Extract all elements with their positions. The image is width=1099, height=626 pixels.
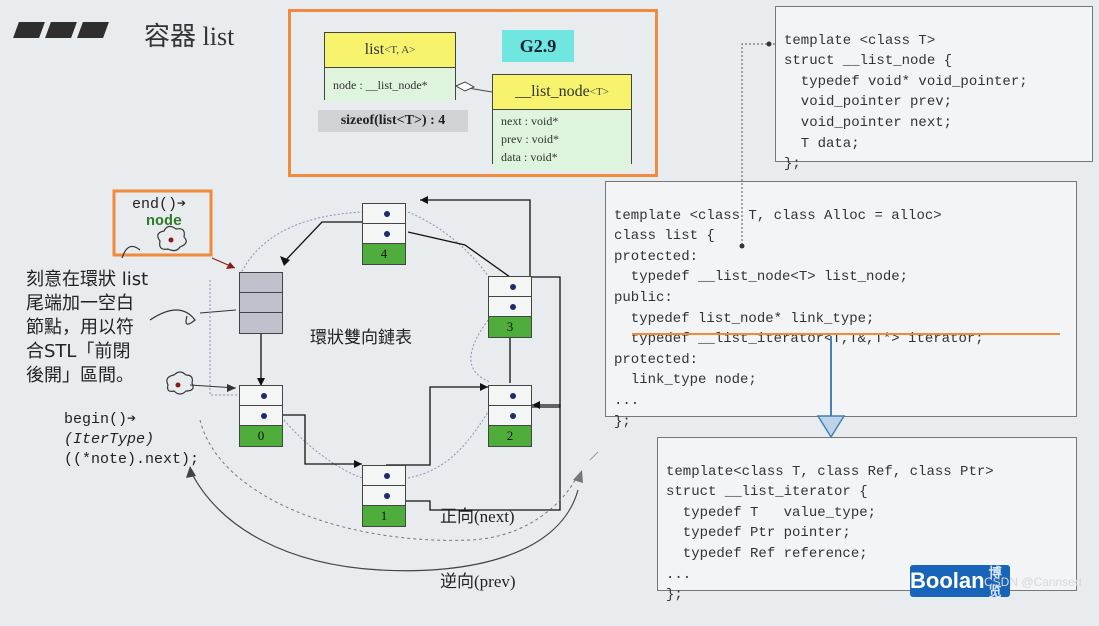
node-cell-prev	[489, 386, 531, 406]
watermark-text: CSDN @Cannsed	[984, 575, 1082, 589]
code-line: struct __list_node {	[784, 53, 953, 70]
begin-label: begin()➔ (IterType) ((*note).next);	[64, 410, 199, 470]
code-line: struct __list_iterator {	[666, 484, 868, 501]
uml-node-params: <T>	[589, 86, 609, 98]
code-line: typedef __list_iterator<T,T&,T*> iterato…	[614, 331, 984, 348]
code-line: template <class T>	[784, 32, 936, 49]
sentinel-note: 刻意在環狀 list 尾端加一空白 節點，用以符 合STL「前閉 後開」區間。	[26, 269, 149, 386]
uml-node-header: __list_node<T>	[493, 75, 631, 110]
code-line: public:	[614, 289, 673, 306]
uml-list-field: node : __list_node*	[325, 68, 455, 101]
page-title: 容器 list	[144, 22, 235, 51]
list-node-0: 0	[239, 385, 283, 447]
list-node-2: 2	[488, 385, 532, 447]
node-cell	[240, 293, 282, 313]
node-label: 1	[363, 506, 405, 526]
node-label: 4	[363, 244, 405, 264]
uml-list-name: list	[364, 41, 385, 58]
begin-line: ((*note).next);	[64, 451, 200, 468]
code-line: typedef Ptr pointer;	[666, 525, 851, 542]
end-label: end()➔	[132, 196, 187, 213]
uml-node-field: data : void*	[501, 150, 558, 164]
node-cell-prev	[489, 277, 531, 297]
uml-list-header: list<T, A>	[325, 33, 455, 68]
node-cell-data	[240, 313, 282, 333]
list-node-1: 1	[362, 465, 406, 527]
uml-node-field: next : void*	[501, 114, 559, 128]
code-line: void_pointer prev;	[784, 94, 953, 111]
node-label: 2	[489, 426, 531, 446]
list-node-3: 3	[488, 276, 532, 338]
node-cell-next	[489, 406, 531, 426]
uml-node-class: __list_node<T> next : void* prev : void*…	[492, 74, 632, 170]
node-cell	[240, 273, 282, 293]
code-line: protected:	[614, 351, 699, 368]
code-line: };	[666, 587, 683, 604]
begin-line: begin()➔	[64, 411, 137, 428]
forward-label: 正向(next)	[440, 507, 515, 526]
code-line: void_pointer next;	[784, 114, 953, 131]
backward-label: 逆向(prev)	[440, 572, 516, 591]
list-node-4: 4	[362, 203, 406, 265]
uml-list-params: <T, A>	[384, 44, 416, 56]
code-list-node: template <class T> struct __list_node { t…	[775, 6, 1093, 172]
node-label: 0	[240, 426, 282, 446]
uml-highlight-frame	[288, 9, 658, 177]
code-line: typedef __list_node<T> list_node;	[614, 269, 909, 286]
code-line: class list {	[614, 228, 715, 245]
code-line: ...	[666, 566, 692, 583]
node-cell-prev	[363, 204, 405, 224]
code-line: typedef list_node* link_type;	[614, 310, 875, 327]
version-badge: G2.9	[502, 30, 574, 62]
code-line: ...	[614, 392, 640, 409]
code-list-class: template <class T, class Alloc = alloc> c…	[605, 181, 1077, 430]
sizeof-label: sizeof(list<T>) : 4	[318, 110, 468, 132]
node-cell-prev	[240, 386, 282, 406]
code-line: };	[614, 413, 631, 430]
list-node-empty	[239, 272, 283, 334]
uml-node-field: prev : void*	[501, 132, 559, 146]
code-line: template <class T, class Alloc = alloc>	[614, 207, 942, 224]
code-line: typedef Ref reference;	[666, 545, 868, 562]
boolan-logo-text: Boolan	[910, 568, 985, 593]
code-line: typedef T value_type;	[666, 504, 877, 521]
code-line: link_type node;	[614, 372, 757, 389]
uml-node-name: __list_node	[515, 83, 590, 100]
node-cell-next	[363, 486, 405, 506]
code-line: typedef void* void_pointer;	[784, 73, 1028, 90]
boolan-logo-suffix: 博览	[988, 565, 1002, 599]
node-cell-next	[489, 297, 531, 317]
node-label: 3	[489, 317, 531, 337]
code-line: };	[784, 156, 801, 173]
node-cell-next	[363, 224, 405, 244]
code-line: protected:	[614, 248, 699, 265]
uml-list-class: list<T, A> node : __list_node*	[324, 32, 456, 101]
uml-node-fields: next : void* prev : void* data : void*	[493, 110, 631, 170]
ring-label: 環狀雙向鏈表	[310, 328, 412, 348]
diagram-connectors	[112, 41, 1060, 572]
node-cell-next	[240, 406, 282, 426]
node-cell-prev	[363, 466, 405, 486]
code-line: template<class T, class Ref, class Ptr>	[666, 463, 994, 480]
end-node-label: node	[146, 213, 183, 230]
code-line: T data;	[784, 135, 860, 152]
begin-line: (IterType)	[64, 431, 155, 448]
